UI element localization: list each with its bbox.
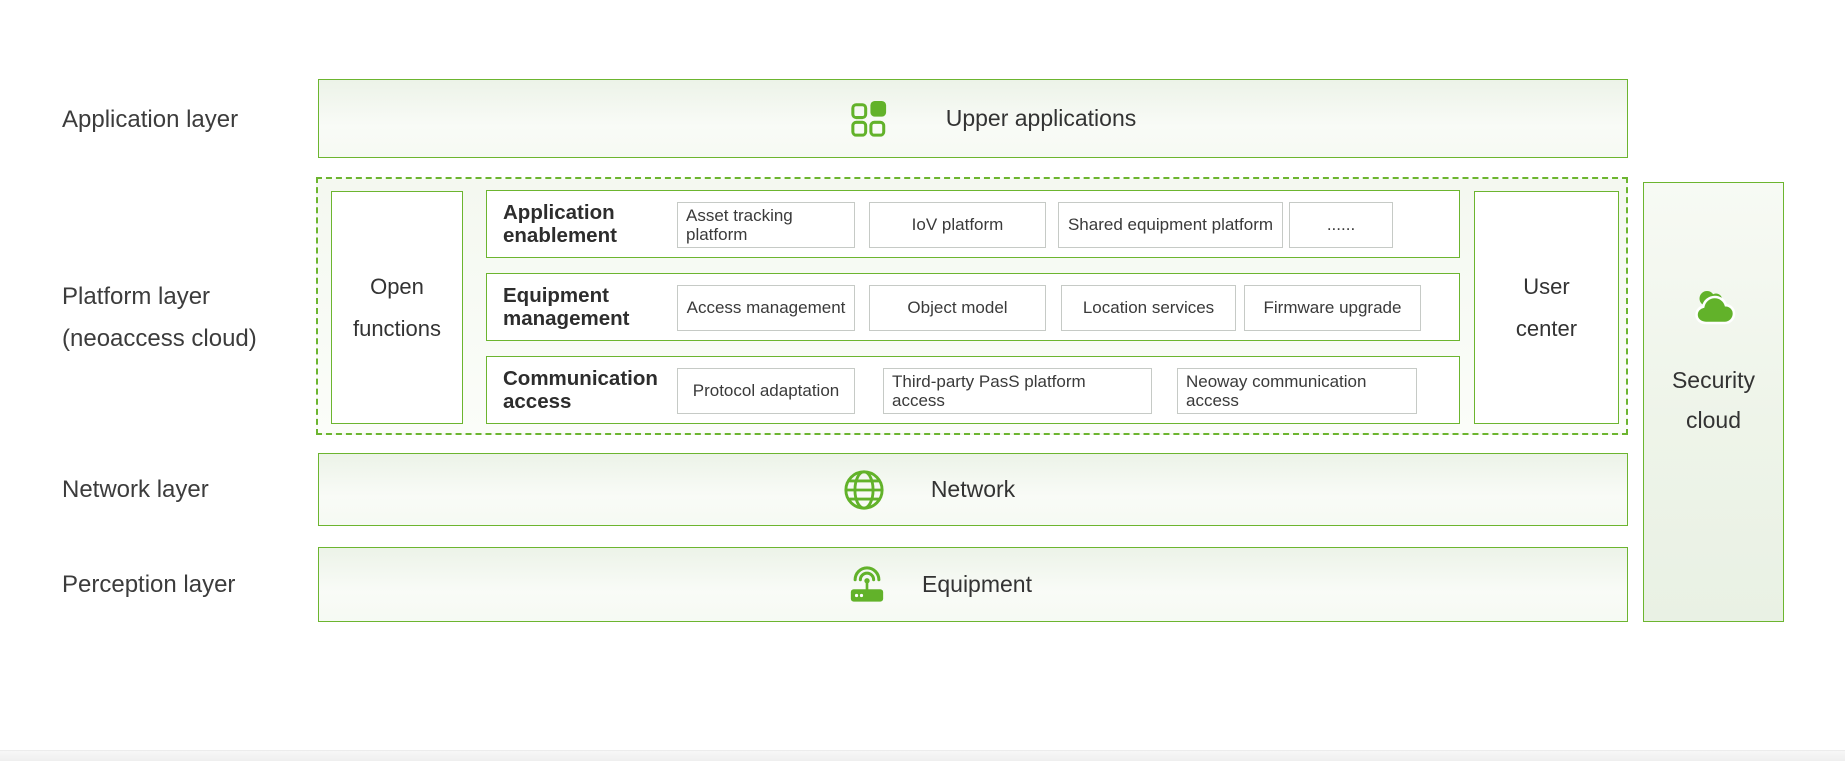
platform-row-equipment-management: Equipment management Access management O… (486, 273, 1460, 341)
security-cloud-box: Security cloud (1643, 182, 1784, 622)
platform-item-label: IoV platform (911, 215, 1004, 235)
platform-layer-container: Open functions Application enablement As… (316, 177, 1628, 435)
cloud-icon (1690, 288, 1738, 326)
platform-item-box: Shared equipment platform (1058, 202, 1283, 248)
side-label-application-layer: Application layer (62, 106, 239, 133)
platform-item-label: Shared equipment platform (1067, 215, 1274, 235)
side-label-perception-layer: Perception layer (62, 571, 236, 598)
user-center-box: User center (1474, 191, 1619, 424)
globe-icon (843, 469, 885, 511)
row-label: Equipment management (503, 284, 630, 330)
platform-item-label: Neoway communication access (1186, 371, 1367, 411)
platform-rows: Application enablement Asset tracking pl… (486, 179, 1460, 437)
upper-applications-label: Upper applications (945, 105, 1137, 131)
row-label: Application enablement (503, 201, 617, 247)
platform-item-box: Access management (677, 285, 855, 331)
open-functions-box: Open functions (331, 191, 463, 424)
platform-item-label: Access management (686, 298, 846, 318)
platform-item-label: Protocol adaptation (692, 381, 840, 401)
network-layer-box: Network (318, 453, 1628, 526)
platform-item-label: Asset tracking platform (686, 205, 793, 245)
platform-item-box: Object model (869, 285, 1046, 331)
apps-grid-icon (850, 99, 888, 139)
open-functions-label: Open functions (352, 273, 442, 341)
platform-item-label: Firmware upgrade (1263, 298, 1402, 318)
platform-item-box: Third-party PasS platform access (883, 368, 1152, 414)
equipment-label: Equipment (922, 571, 1032, 597)
platform-item-box: Protocol adaptation (677, 368, 855, 414)
platform-row-application-enablement: Application enablement Asset tracking pl… (486, 190, 1460, 258)
row-label: Communication access (503, 367, 658, 413)
perception-layer-box: Equipment (318, 547, 1628, 622)
security-cloud-label: Security cloud (1671, 367, 1756, 433)
platform-item-label: Location services (1082, 298, 1215, 318)
platform-item-box: ...... (1289, 202, 1393, 248)
platform-row-communication-access: Communication access Protocol adaptation… (486, 356, 1460, 424)
network-label: Network (930, 476, 1016, 502)
side-label-platform-layer: Platform layer (neoaccess cloud) (62, 283, 257, 352)
platform-item-label: Third-party PasS platform access (892, 371, 1086, 411)
user-center-label: User center (1515, 273, 1578, 341)
application-layer-box: Upper applications (318, 79, 1628, 158)
platform-item-box: Firmware upgrade (1244, 285, 1421, 331)
router-icon (848, 565, 886, 604)
platform-item-box: IoV platform (869, 202, 1046, 248)
platform-item-box: Neoway communication access (1177, 368, 1417, 414)
platform-item-box: Location services (1061, 285, 1236, 331)
platform-item-label: ...... (1326, 215, 1356, 235)
platform-item-box: Asset tracking platform (677, 202, 855, 248)
platform-item-label: Object model (907, 298, 1008, 318)
bottom-divider (0, 750, 1845, 761)
side-label-network-layer: Network layer (62, 476, 209, 503)
